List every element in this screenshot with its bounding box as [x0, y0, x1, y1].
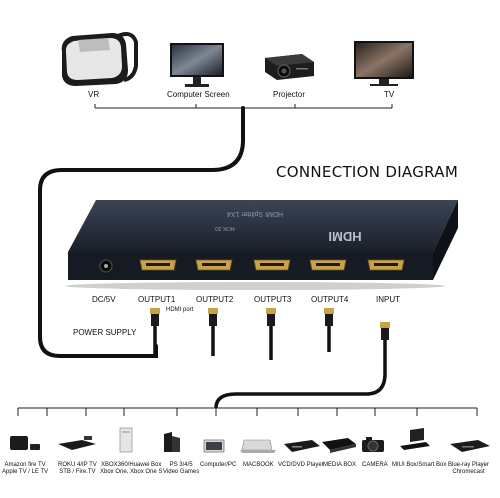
display-label-computer-screen: Computer Screen [167, 90, 230, 99]
source-label-computer-pc: Computer/PC [200, 462, 237, 468]
port-label-output2: OUTPUT2 [196, 295, 234, 304]
device-sub-text: 4K2K 3D [215, 225, 235, 231]
macbook-icon [240, 439, 276, 453]
display-label-tv: TV [384, 90, 395, 99]
hdmi-port-note: HDMI port [166, 307, 194, 313]
source-label-dvd-player: VCD/DVD Player [278, 462, 324, 468]
power-supply-label: POWER SUPPLY [73, 328, 137, 337]
blu-ray-player-icon [450, 440, 490, 452]
port-label-input: INPUT [376, 295, 400, 304]
hdmi-plug-cables [150, 308, 390, 409]
port-label-output4: OUTPUT4 [311, 295, 349, 304]
xbox-icon [119, 427, 133, 453]
device-model-text: HDMI Splitter 1X4 [227, 210, 283, 217]
port-label-output1: OUTPUT1 [138, 295, 176, 304]
miui-box-icon [400, 428, 430, 450]
vr-headset-icon [61, 32, 138, 86]
roku-box-icon [58, 436, 96, 450]
output-cable [38, 106, 245, 358]
diagram-title: CONNECTION DIAGRAM [276, 163, 459, 181]
device-brand-logo: HDMI [328, 229, 361, 244]
tv-icon [354, 41, 414, 86]
port-label-dc: DC/5V [92, 295, 116, 304]
projector-icon [265, 54, 314, 80]
computer-pc-icon [203, 439, 225, 453]
source-label-camera: CAMERA [362, 462, 388, 468]
source-label-miui-box: MIUI Box/Smart Box [392, 462, 447, 468]
hdmi-splitter-device [65, 200, 458, 290]
camera-icon [362, 437, 384, 452]
port-label-output3: OUTPUT3 [254, 295, 292, 304]
playstation-icon [164, 432, 180, 452]
display-label-vr: VR [88, 90, 100, 99]
source-label-media-box: MEDIA BOX [323, 462, 357, 468]
computer-screen-icon [170, 43, 224, 87]
dvd-player-icon [284, 440, 320, 452]
source-label-macbook: MACBOOK [243, 462, 274, 468]
amazon-fire-tv-icon [10, 436, 40, 450]
media-box-icon [322, 438, 356, 453]
source-bracket [17, 407, 478, 416]
display-label-projector: Projector [273, 90, 306, 99]
